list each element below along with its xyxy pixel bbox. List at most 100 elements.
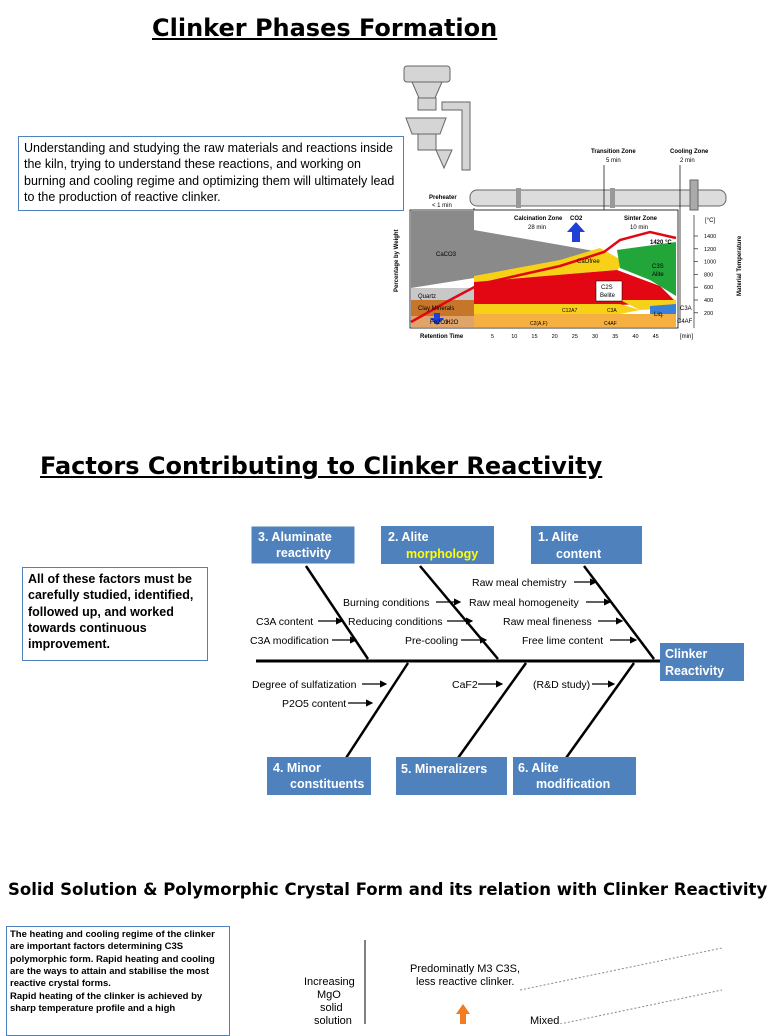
box-clinker-reactivity: Clinker Reactivity <box>660 643 744 681</box>
time-tick-label: 30 <box>592 334 598 340</box>
co2-arrow-icon <box>567 222 585 242</box>
cause-raw-meal-fineness: Raw meal fineness <box>503 616 592 628</box>
quartz-band <box>411 288 475 300</box>
preheater-time: < 1 min <box>432 203 452 209</box>
sinter-zone-time: 10 min <box>630 225 648 231</box>
temp-tick-label: 1200 <box>704 247 716 253</box>
box-mineralizers: 5. Mineralizers <box>396 757 507 795</box>
time-tick-label: 15 <box>531 334 537 340</box>
cause-caf2: CaF2 <box>452 679 478 691</box>
c12a7-label: C12A7 <box>562 308 578 314</box>
temp-tick-label: 1000 <box>704 260 716 266</box>
alite-region <box>617 242 676 296</box>
liq-label: Liq. <box>654 312 664 318</box>
desc-line: reactive crystal forms. <box>10 978 111 990</box>
section3-title: Solid Solution & Polymorphic Crystal For… <box>8 880 768 899</box>
y-label-4: solution <box>314 1015 352 1024</box>
box-aluminate-reactivity: 3. Aluminate reactivity <box>250 525 356 565</box>
annotation-line-1: Predominatly M3 C3S, <box>410 963 520 975</box>
x-unit: [min] <box>680 334 693 340</box>
cause-c3a-modification: C3A modification <box>250 635 329 647</box>
temp-peak-label: 1420 °C <box>650 240 672 246</box>
bone-3 <box>304 565 370 660</box>
box-minor-constituents: 4. Minor constituents <box>267 757 371 795</box>
svg-text:3. Aluminate: 3. Aluminate <box>258 530 332 544</box>
svg-text:Clinker: Clinker <box>665 647 708 661</box>
box-alite-morphology: 2. Alite morphology <box>381 526 494 564</box>
dashed-line-upper <box>519 947 723 991</box>
c4af-right-label: C4AF <box>677 319 693 325</box>
y-label-3: solid <box>320 1002 343 1014</box>
svg-text:1. Alite: 1. Alite <box>538 530 579 544</box>
annotation-line-2: less reactive clinker. <box>416 976 514 988</box>
desc-line: polymorphic form. Rapid heating and cool… <box>10 953 215 965</box>
time-ticks: 5 10 15 20 25 30 35 40 45 <box>491 334 659 340</box>
c3a-right-label: C3A <box>680 306 692 312</box>
bone-6 <box>564 662 636 759</box>
mixed-label: Mixed <box>530 1015 559 1024</box>
desc-line: Rapid heating of the clinker is achieved… <box>10 990 203 1002</box>
bone-4 <box>344 662 410 759</box>
clay-label: Clay Minerals <box>418 306 454 312</box>
temperature-curve <box>410 230 677 324</box>
temp-tick-label: 200 <box>704 311 713 317</box>
cause-reducing: Reducing conditions <box>348 616 443 628</box>
time-tick-label: 5 <box>491 334 494 340</box>
svg-text:6. Alite: 6. Alite <box>518 761 559 775</box>
svg-text:modification: modification <box>536 777 610 791</box>
svg-text:2. Alite: 2. Alite <box>388 530 429 544</box>
preheater-tower-icon <box>403 65 471 171</box>
c3a-inner-label: C3A <box>607 308 617 314</box>
co2-label: CO2 <box>570 216 583 222</box>
section2-title: Factors Contributing to Clinker Reactivi… <box>40 452 603 480</box>
box-alite-content: 1. Alite content <box>531 526 642 564</box>
time-tick-label: 40 <box>632 334 638 340</box>
sinter-zone-label: Sinter Zone <box>624 216 658 222</box>
belite-label: Belite <box>600 293 616 299</box>
time-tick-label: 45 <box>653 334 659 340</box>
fishbone-diagram: 3. Aluminate reactivity 2. Alite morphol… <box>250 525 744 795</box>
svg-text:Reactivity: Reactivity <box>665 664 724 678</box>
temp-unit: [°C] <box>705 218 715 224</box>
quartz-label: Quartz <box>418 294 436 300</box>
desc-line: The heating and cooling regime of the cl… <box>10 929 215 940</box>
h2o-arrow-icon <box>430 313 444 325</box>
time-tick-label: 25 <box>572 334 578 340</box>
transition-zone-time: 5 min <box>606 158 621 164</box>
cooling-zone-label: Cooling Zone <box>670 149 709 155</box>
box-alite-modification: 6. Alite modification <box>513 757 636 795</box>
svg-text:4. Minor: 4. Minor <box>273 761 321 775</box>
desc-line: sharp temperature profile and a high <box>10 1003 176 1015</box>
preheater-label: Preheater <box>429 195 457 201</box>
y-right-label: Material Temperature <box>737 235 743 296</box>
temp-tick-label: 1400 <box>704 234 716 240</box>
cause-p2o5: P2O5 content <box>282 698 346 710</box>
cause-burning: Burning conditions <box>343 597 429 609</box>
belite-region <box>474 270 676 305</box>
polymorph-diagram: Increasing MgO solid solution Predominat… <box>304 940 723 1024</box>
h2o-label: H2O <box>446 320 459 326</box>
kiln-tube-icon <box>469 179 727 211</box>
fe2o3-label: Fe2O3 <box>430 320 449 326</box>
section1-description: Understanding and studying the raw mater… <box>18 136 404 211</box>
c12a7-strip <box>474 304 640 314</box>
desc-line: are the ways to attain and stabilise the… <box>10 966 210 978</box>
svg-text:morphology: morphology <box>406 547 478 561</box>
time-tick-label: 10 <box>511 334 517 340</box>
svg-text:5. Mineralizers: 5. Mineralizers <box>401 762 487 776</box>
c2af-band <box>474 314 676 327</box>
alite-label: Alite <box>652 272 664 278</box>
time-tick-label: 20 <box>552 334 558 340</box>
section1-title: Clinker Phases Formation <box>152 14 498 42</box>
svg-text:reactivity: reactivity <box>276 546 331 560</box>
calcination-zone-label: Calcination Zone <box>514 216 563 222</box>
time-tick-label: 35 <box>612 334 618 340</box>
cause-sulfatization: Degree of sulfatization <box>252 679 357 691</box>
y-left-label: Percentage by Weight <box>394 229 400 292</box>
dashed-line-lower <box>559 989 723 1024</box>
temp-tick-label: 400 <box>704 298 713 304</box>
cause-c3a-content: C3A content <box>256 616 313 628</box>
cause-precooling: Pre-cooling <box>405 635 458 647</box>
cause-raw-meal-chemistry: Raw meal chemistry <box>472 577 567 589</box>
y-label-2: MgO <box>317 989 341 1001</box>
